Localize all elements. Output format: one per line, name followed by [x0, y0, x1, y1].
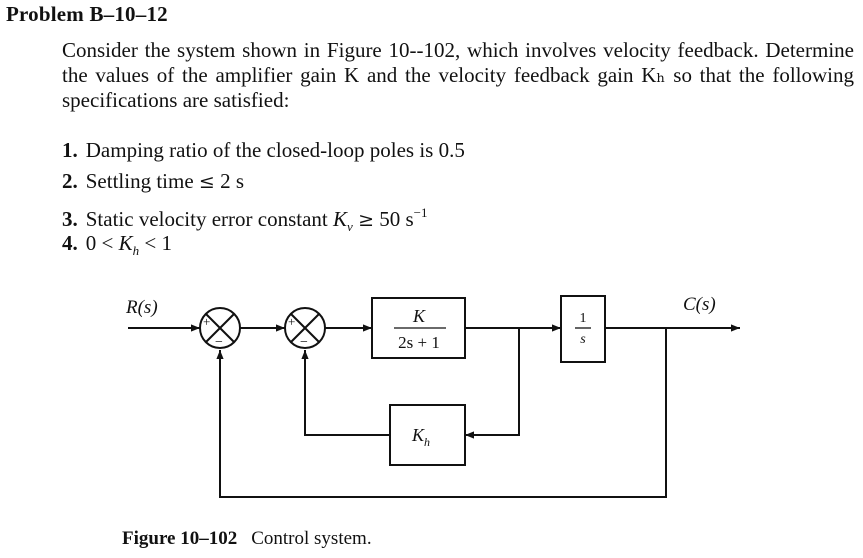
item-text: Damping ratio of the closed-loop poles i… [85, 138, 465, 162]
integrator-denominator: s [580, 332, 586, 347]
minus-sign: − [300, 335, 308, 350]
forward-numerator: K [412, 306, 426, 326]
velocity-feedback-block [389, 404, 466, 466]
specification-item: 2. Settling time ≤ 2 s [62, 166, 465, 197]
relation-symbol: < [144, 231, 157, 255]
item-text: Settling time [85, 169, 194, 193]
variable: Kv [333, 207, 353, 234]
caption-number: Figure 10–102 [122, 528, 238, 549]
relation-symbol: ≥ [358, 209, 374, 231]
item-value: 0 [85, 231, 97, 255]
plus-sign: + [203, 314, 210, 329]
feedback-gain-label: Kh [411, 425, 430, 449]
item-text: Static velocity error constant [85, 207, 328, 231]
summing-junction-2 [284, 307, 326, 349]
summing-junction-1 [199, 307, 241, 349]
specification-item: 3. Static velocity error constant Kv ≥ 50… [62, 197, 465, 234]
integrator-block [560, 295, 606, 363]
problem-statement: Consider the system shown in Figure 10--… [62, 38, 854, 112]
item-number: 2. [62, 169, 78, 193]
specification-item: 4. 0 < Kh < 1 [62, 228, 465, 259]
item-number: 4. [62, 231, 78, 255]
unity-feedback-path [216, 328, 667, 498]
item-value: 50 s−1 [379, 205, 428, 231]
velocity-feedback-path [301, 350, 390, 436]
output-label: C(s) [683, 294, 716, 315]
input-label: R(s) [125, 297, 158, 318]
item-number: 3. [62, 207, 78, 231]
caption-text: Control system. [251, 528, 372, 549]
item-value: 1 [161, 231, 172, 255]
item-value: 2 s [220, 169, 245, 193]
plus-sign: + [288, 314, 295, 329]
item-number: 1. [62, 138, 78, 162]
forward-denominator: 2s + 1 [398, 333, 440, 352]
integrator-numerator: 1 [580, 311, 587, 326]
specification-list: 1. Damping ratio of the closed-loop poles… [62, 135, 465, 259]
variable: Kh [118, 231, 140, 258]
relation-symbol: < [101, 231, 114, 255]
figure-caption: Figure 10–102 Control system. [122, 528, 372, 550]
velocity-feedback-path [465, 328, 520, 439]
specification-item: 1. Damping ratio of the closed-loop poles… [62, 135, 465, 166]
relation-symbol: ≤ [198, 171, 215, 193]
problem-title: Problem B–10–12 [6, 2, 168, 26]
minus-sign: − [215, 335, 223, 350]
